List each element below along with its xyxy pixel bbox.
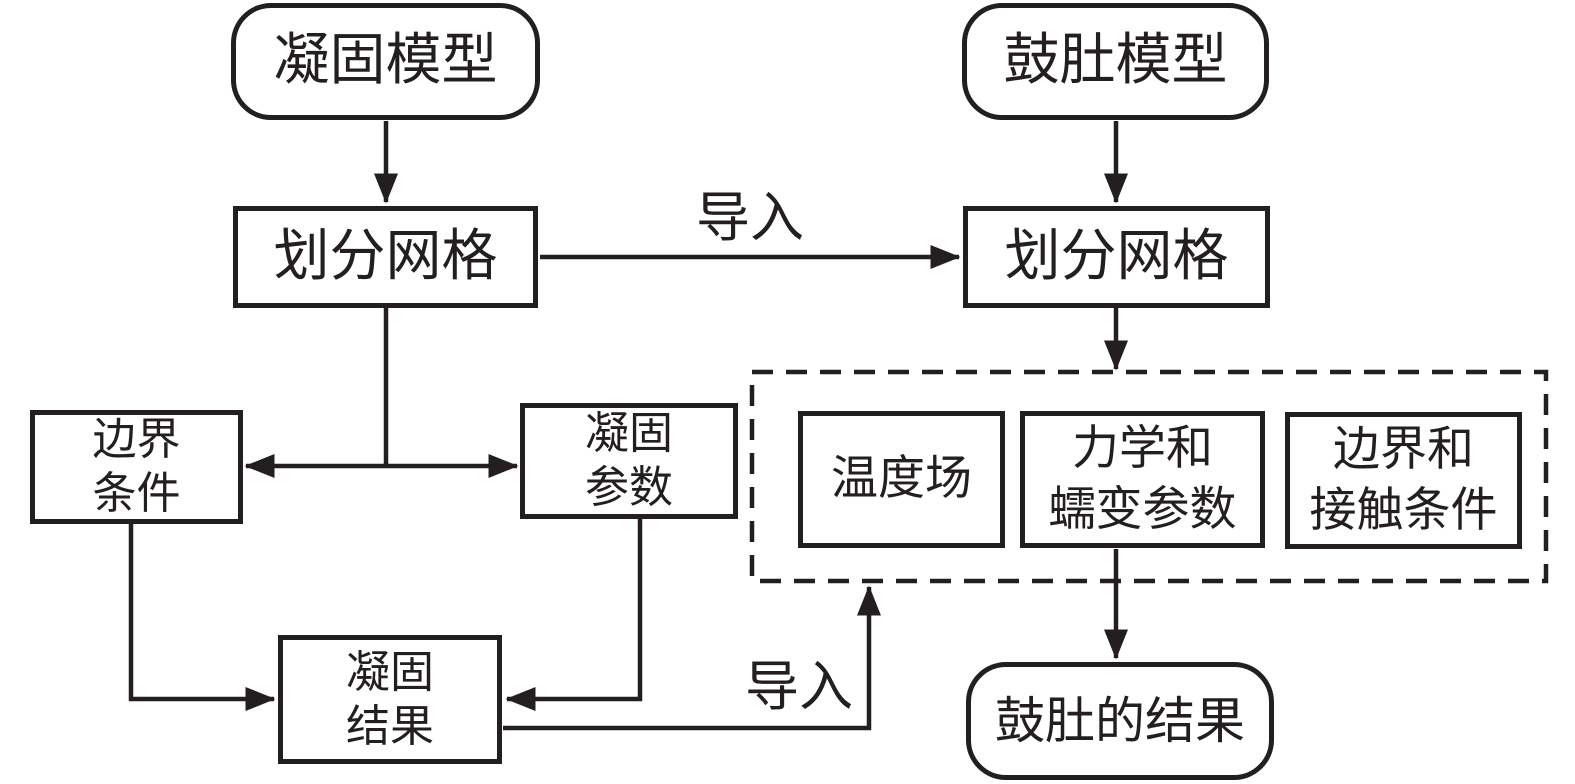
node-bulging-results: 鼓肚的结果 — [966, 662, 1274, 780]
node-solidification-params: 凝固 参数 — [520, 403, 738, 519]
node-mesh-right: 划分网格 — [963, 206, 1270, 308]
edge-import-results — [503, 585, 882, 731]
node-boundary-contact-conditions: 边界和 接触条件 — [1285, 412, 1522, 549]
node-temperature-field: 温度场 — [798, 411, 1005, 548]
import-label-bottom: 导入 — [745, 657, 853, 717]
bulging-inputs-group-border — [749, 369, 1549, 584]
node-mesh-left: 划分网格 — [233, 206, 538, 308]
node-solidification-model: 凝固模型 — [231, 3, 540, 120]
edge-boundary-to-results — [128, 524, 276, 712]
node-solidification-results: 凝固 结果 — [278, 635, 502, 764]
edge-params-to-results — [505, 519, 643, 712]
node-boundary-conditions: 边界 条件 — [30, 410, 243, 524]
node-mechanics-creep-params: 力学和 蠕变参数 — [1020, 411, 1265, 548]
node-bulging-model: 鼓肚模型 — [962, 3, 1269, 120]
import-label-top: 导入 — [696, 188, 804, 248]
